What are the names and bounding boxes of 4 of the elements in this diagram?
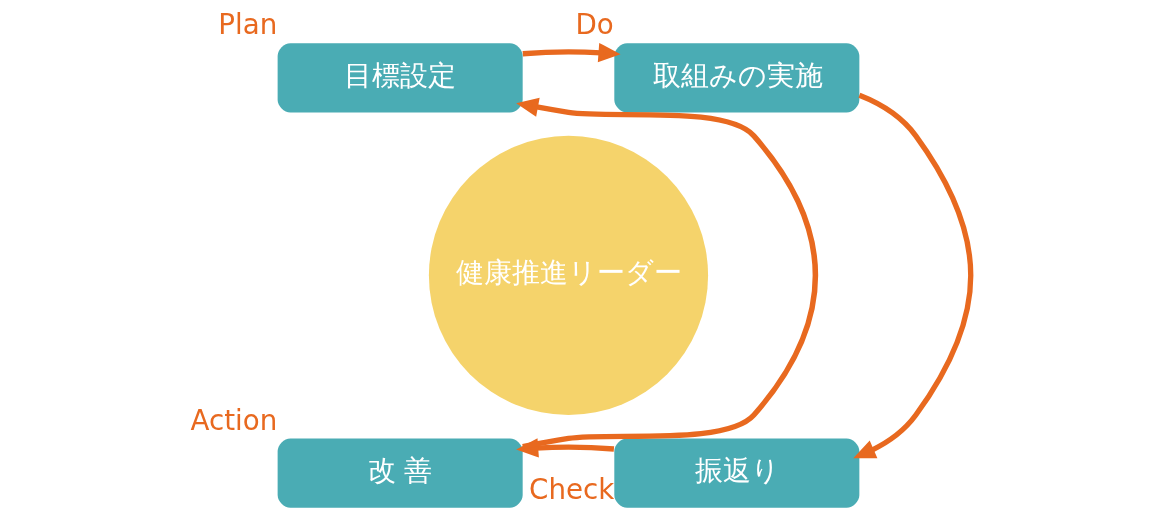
node-label: Action [190, 403, 277, 437]
node-label: Do [574, 8, 614, 42]
node-label: Check [528, 472, 614, 506]
node-label: Plan [217, 8, 277, 42]
